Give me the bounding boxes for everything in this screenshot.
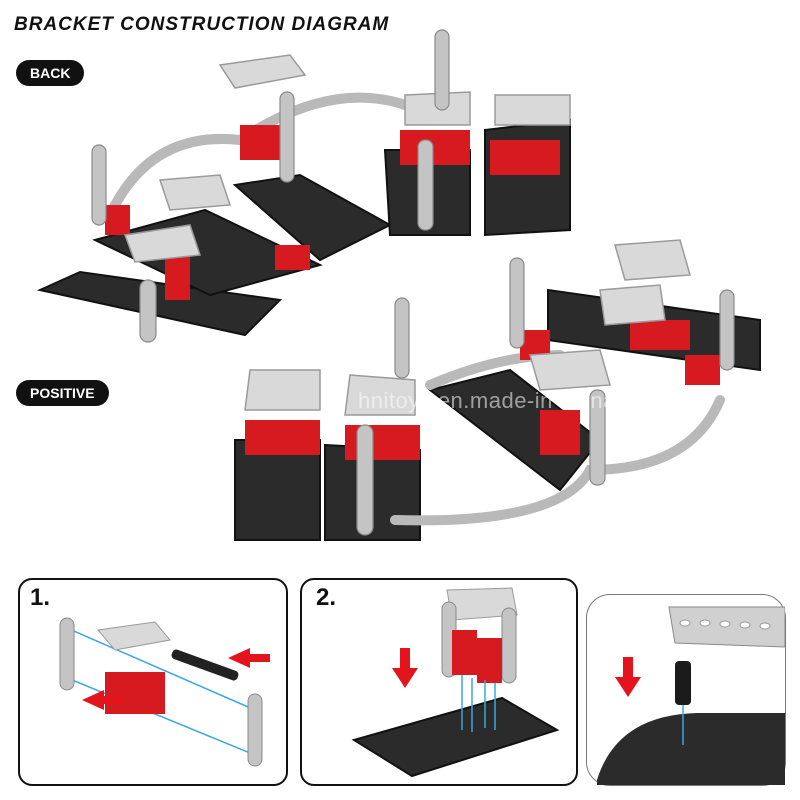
step-1-illustration — [20, 580, 286, 784]
step2-base-plate — [354, 698, 557, 776]
step-3-panel — [586, 594, 786, 786]
pos-rail-3 — [530, 350, 610, 390]
step1-red-bracket — [105, 672, 165, 714]
step-2-illustration — [302, 580, 576, 784]
step-1-panel: 1. — [18, 578, 288, 786]
arrow-left-icon — [228, 648, 270, 668]
step2-red-bracket-left — [452, 630, 477, 675]
step3-connector-pin — [675, 661, 691, 705]
pos-beam-3 — [510, 258, 524, 348]
arrow-down-icon — [615, 657, 641, 697]
step-2-panel: 2. — [300, 578, 578, 786]
pos-rail-4 — [615, 240, 690, 280]
pos-rail-1 — [245, 370, 320, 410]
pos-red-bracket-1 — [245, 420, 320, 455]
step1-axle — [170, 648, 239, 681]
step2-red-bracket-right — [477, 638, 502, 683]
step3-base-plate — [597, 713, 785, 785]
step1-beam-right — [248, 694, 262, 766]
pos-red-bracket-6 — [685, 355, 720, 385]
watermark: hnitoys.en.made-in-china.com — [358, 388, 665, 414]
pos-beam-2 — [357, 425, 373, 535]
step-3-illustration — [587, 595, 785, 785]
pos-red-bracket-5 — [630, 320, 690, 350]
step1-beam-left — [60, 618, 74, 690]
pos-beam-4 — [720, 290, 734, 370]
pos-red-bracket-4 — [540, 410, 580, 455]
step2-beam-right — [502, 608, 516, 683]
pos-red-bracket-2 — [345, 425, 420, 460]
pos-beam-1 — [395, 298, 409, 378]
pos-rail-5 — [600, 285, 665, 325]
arrow-down-icon — [392, 648, 418, 688]
